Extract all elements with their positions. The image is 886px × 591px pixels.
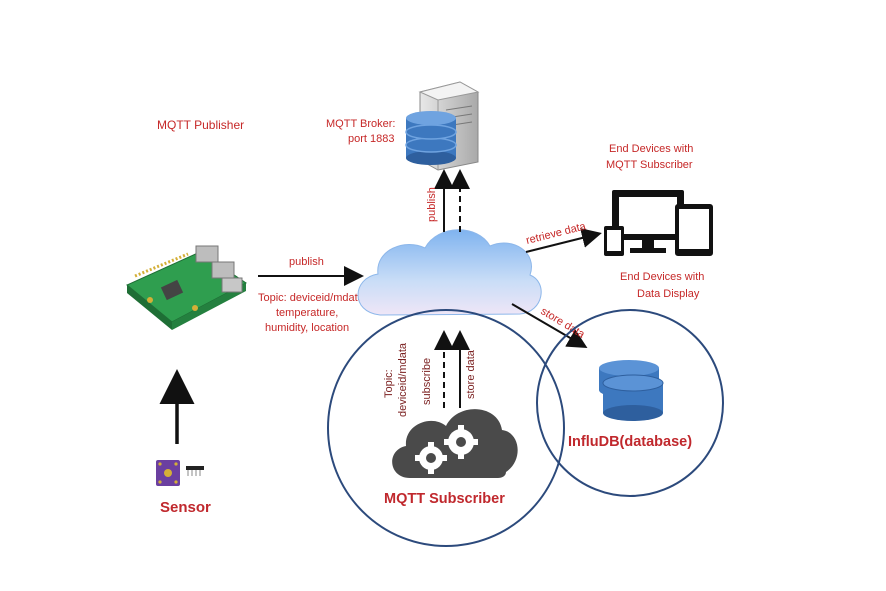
retrieve-arrow <box>525 228 602 253</box>
publisher-label: MQTT Publisher <box>157 118 244 132</box>
sub-topic-line2: deviceid/mdata <box>397 342 409 417</box>
store-data-arrow <box>511 303 588 349</box>
influxdb-database-icon <box>599 360 664 421</box>
cloud-gears-icon <box>392 409 518 478</box>
publish-label: publish <box>289 256 324 268</box>
subscriber-label: MQTT Subscriber <box>384 491 505 507</box>
end-devices-disp-line2: Data Display <box>637 288 700 300</box>
influxdb-circle <box>536 309 724 497</box>
store-data-vertical-label: store data <box>465 349 477 399</box>
devices-icon <box>604 190 713 256</box>
publish-vertical-label: publish <box>426 187 438 222</box>
subscriber-circle <box>327 309 565 547</box>
end-devices-sub-line2: MQTT Subscriber <box>606 159 693 171</box>
end-devices-sub-line1: End Devices with <box>609 143 693 155</box>
raspberry-pi-board <box>126 245 247 330</box>
sensor-icon <box>156 460 204 486</box>
influxdb-label: InfluDB(database) <box>568 434 692 450</box>
cloud-icon <box>357 229 542 316</box>
topic-line1: Topic: deviceid/mdata <box>258 292 365 304</box>
end-devices-disp-line1: End Devices with <box>620 271 704 283</box>
topic-line2: temperature, <box>276 307 338 319</box>
sub-topic-line1: Topic: <box>383 369 395 398</box>
sensor-label: Sensor <box>160 499 211 516</box>
topic-line3: humidity, location <box>265 322 349 334</box>
database-icon <box>405 111 457 165</box>
broker-line2: port 1883 <box>348 133 394 145</box>
broker-line1: MQTT Broker: <box>326 118 395 130</box>
retrieve-label: retrieve data <box>525 220 588 247</box>
subscribe-label: subscribe <box>421 358 433 405</box>
